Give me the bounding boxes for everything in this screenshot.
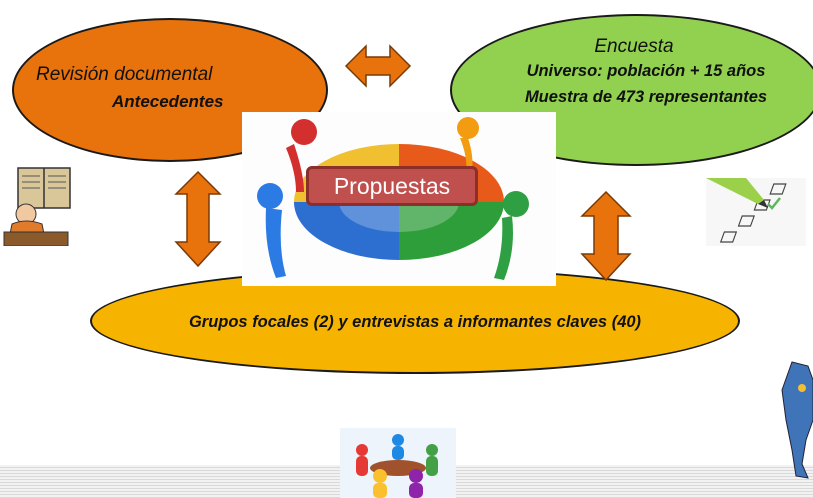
arrow-encuesta-grupos: [580, 190, 632, 282]
revision-title: Revisión documental: [36, 64, 213, 85]
revision-subtitle: Antecedentes: [112, 92, 224, 111]
encuesta-universo: Universo: población + 15 años: [526, 62, 766, 80]
reader-icon: [3, 167, 71, 246]
map-icon: [781, 361, 813, 479]
arrow-revision-grupos: [174, 170, 222, 268]
encuesta-muestra: Muestra de 473 representantes: [524, 88, 768, 106]
grupos-text: Grupos focales (2) y entrevistas a infor…: [188, 313, 642, 331]
propuestas-label: Propuestas: [306, 166, 478, 206]
encuesta-title: Encuesta: [594, 36, 674, 57]
meeting-icon: [340, 428, 456, 498]
arrow-revision-encuesta: [344, 44, 412, 88]
checklist-icon: [706, 178, 806, 246]
